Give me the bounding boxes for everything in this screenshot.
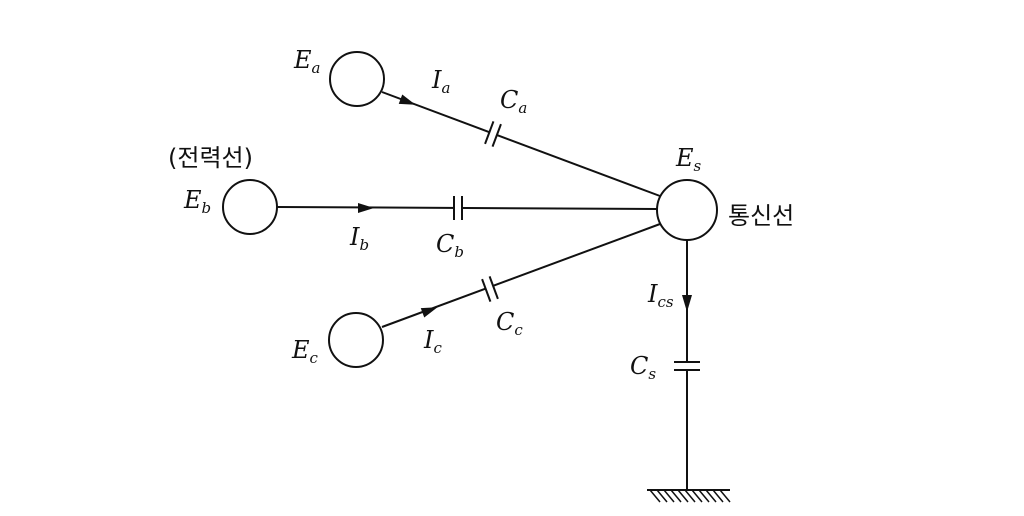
label-ca: Ca bbox=[500, 86, 527, 117]
wire-b bbox=[276, 206, 658, 210]
current-arrow-b bbox=[358, 203, 374, 213]
current-arrow-s bbox=[682, 295, 692, 312]
label-cb: Cb bbox=[436, 230, 464, 261]
current-arrow-c bbox=[420, 307, 438, 318]
wire-a bbox=[381, 91, 661, 197]
label-ic: Ic bbox=[423, 326, 442, 357]
capacitor-b bbox=[453, 196, 463, 220]
capacitor-a bbox=[484, 121, 502, 147]
label-es: Es bbox=[675, 144, 702, 175]
label-cc: Cc bbox=[496, 308, 523, 339]
label-cs: Cs bbox=[630, 352, 656, 383]
label-communication-line: 통신선 bbox=[728, 202, 794, 230]
ground-symbol bbox=[647, 489, 731, 503]
label-eb: Eb bbox=[183, 186, 211, 217]
label-ec: Ec bbox=[291, 336, 319, 367]
capacitor-c bbox=[481, 276, 499, 302]
node-es bbox=[656, 179, 718, 241]
label-ia: Ia bbox=[431, 66, 450, 97]
label-power-line: (전력선) bbox=[168, 144, 253, 172]
current-arrow-a bbox=[398, 94, 416, 105]
label-ib: Ib bbox=[349, 223, 369, 254]
node-ea bbox=[329, 51, 385, 107]
node-eb bbox=[222, 179, 278, 235]
node-ec bbox=[328, 312, 384, 368]
label-ea: Ea bbox=[293, 46, 320, 77]
capacitor-s bbox=[674, 361, 700, 371]
label-ics: Ics bbox=[647, 280, 674, 311]
